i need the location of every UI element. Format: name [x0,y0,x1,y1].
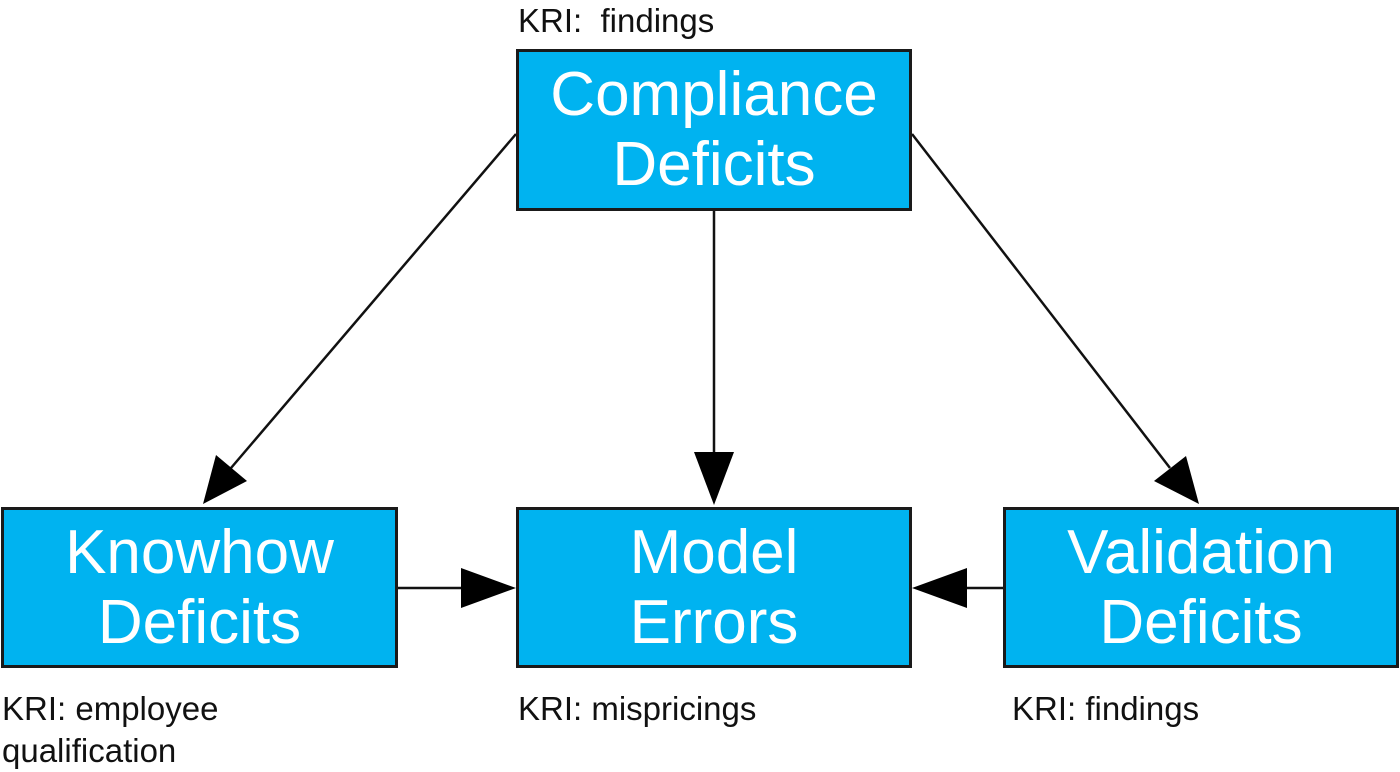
kri-text-line1: KRI: employee [2,690,219,727]
node-label-line2: Deficits [97,587,302,657]
arrowhead-model-left-icon [461,568,516,608]
node-label-line1: Knowhow [65,517,334,587]
model-errors-node: Model Errors [516,507,912,668]
edge-compliance-to-knowhow [230,133,517,469]
knowhow-deficits-node: Knowhow Deficits [1,507,398,668]
node-label-line2: Errors [629,587,799,657]
node-label-line1: Compliance [550,60,878,129]
knowhow-kri-label: KRI: employee qualification [2,688,218,772]
compliance-deficits-node: Compliance Deficits [516,49,912,211]
validation-deficits-node: Validation Deficits [1003,507,1399,668]
kri-text: KRI: mispricings [518,690,757,727]
arrowhead-model-top-icon [694,452,734,505]
arrowhead-validation-icon [1154,456,1199,504]
node-label-line2: Deficits [1099,587,1303,657]
node-label-line1: Validation [1067,517,1335,587]
kri-text: KRI: findings [518,2,715,39]
node-label-line2: Deficits [612,130,816,199]
kri-text: KRI: findings [1012,690,1200,727]
arrowhead-model-right-icon [912,568,967,608]
edge-compliance-to-validation [911,133,1171,469]
kri-text-line2: qualification [2,732,177,769]
compliance-kri-label: KRI: findings [518,0,714,42]
model-kri-label: KRI: mispricings [518,688,756,730]
node-label-line1: Model [629,517,799,587]
arrowhead-knowhow-icon [203,455,247,504]
validation-kri-label: KRI: findings [1012,688,1199,730]
